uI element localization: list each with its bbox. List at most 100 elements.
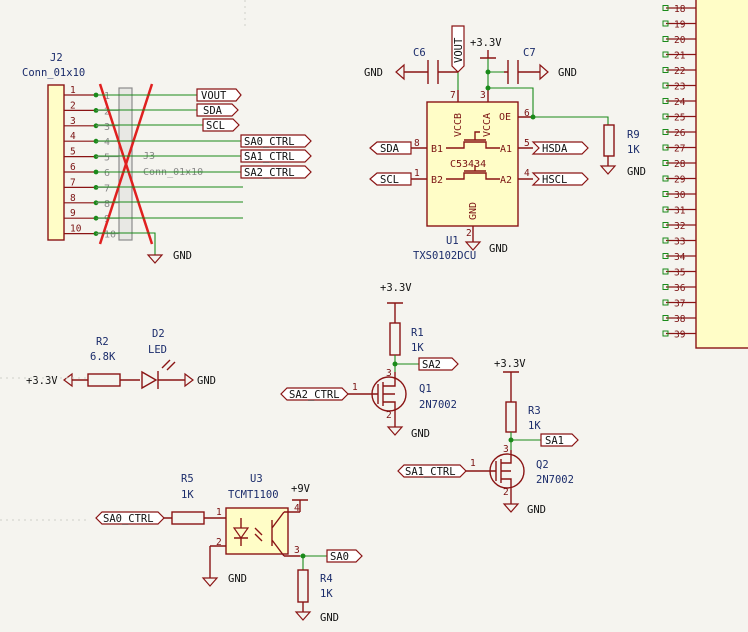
j2-pin-number: 4 bbox=[70, 131, 76, 142]
j2-pin-number: 6 bbox=[70, 162, 76, 173]
svg-text:GND: GND bbox=[364, 67, 383, 79]
resistor-r4[interactable]: R4 1K bbox=[297, 569, 333, 612]
j2-body bbox=[47, 84, 65, 241]
svg-text:3: 3 bbox=[480, 90, 486, 101]
header-pin-number: 24 bbox=[674, 97, 686, 108]
j3-pin-number: 7 bbox=[104, 183, 110, 194]
u1-fet-b bbox=[446, 165, 500, 180]
svg-text:GND: GND bbox=[558, 67, 577, 79]
svg-text:SDA: SDA bbox=[203, 105, 223, 117]
j2-pin-number: 10 bbox=[70, 224, 82, 235]
label-vout-conn: VOUT bbox=[196, 88, 242, 102]
svg-text:D2: D2 bbox=[152, 328, 165, 340]
header-pin-number: 35 bbox=[674, 268, 685, 279]
svg-text:5: 5 bbox=[524, 138, 530, 149]
header-pin-marker bbox=[662, 144, 669, 151]
svg-text:SA1_CTRL: SA1_CTRL bbox=[244, 151, 295, 163]
svg-text:R2: R2 bbox=[96, 336, 109, 348]
capacitor-c7[interactable]: C7 bbox=[504, 47, 540, 84]
resistor-r9[interactable]: R9 1K bbox=[603, 124, 640, 166]
u1-pin-a1: A1 bbox=[500, 144, 512, 155]
svg-text:SCL: SCL bbox=[206, 120, 225, 132]
svg-text:SA2: SA2 bbox=[422, 359, 441, 371]
svg-text:VOUT: VOUT bbox=[201, 90, 227, 102]
label-sa0-ctrl-conn: SA0_CTRL bbox=[240, 134, 312, 148]
svg-text:C7: C7 bbox=[523, 47, 536, 59]
header-pin-marker bbox=[662, 330, 669, 337]
label-sa1-ctrl-conn: SA1_CTRL bbox=[240, 149, 312, 163]
svg-text:+3.3V: +3.3V bbox=[26, 375, 58, 387]
optocoupler-u3[interactable]: U3 TCMT1100 1 2 3 4 bbox=[210, 473, 300, 557]
u1-pin-oe: OE bbox=[499, 112, 511, 123]
header-pin-marker bbox=[662, 222, 669, 228]
svg-text:SA0: SA0 bbox=[330, 551, 349, 563]
svg-text:R1: R1 bbox=[411, 327, 424, 339]
u1-level-shifter[interactable]: VCCB VCCA OE B1 B2 A1 A2 GND C53434 U1 T… bbox=[413, 90, 530, 262]
mosfet-q2[interactable]: Q2 2N7002 1 2 3 bbox=[466, 444, 574, 498]
j2-pin-number: 2 bbox=[70, 100, 76, 111]
label-scl-u1: SCL bbox=[369, 172, 412, 186]
right-header[interactable]: 1819202122232425262728293031323334353637… bbox=[662, 0, 748, 349]
svg-text:TCMT1100: TCMT1100 bbox=[228, 489, 279, 501]
j3-pin-number: 5 bbox=[104, 153, 110, 164]
gnd-r9: GND bbox=[599, 165, 646, 178]
svg-text:HSDA: HSDA bbox=[542, 143, 568, 155]
v33-u1: +3.3V bbox=[470, 37, 502, 59]
label-vout-u1: VOUT bbox=[451, 25, 465, 73]
j2-pin-number: 3 bbox=[70, 116, 76, 127]
q1-drain-wire bbox=[394, 355, 419, 372]
label-sa2-ctrl-conn: SA2_CTRL bbox=[240, 165, 312, 179]
resistor-r1[interactable]: R1 1K bbox=[389, 322, 424, 356]
mosfet-q1[interactable]: Q1 2N7002 1 2 3 bbox=[348, 368, 457, 421]
resistor-r3[interactable]: R3 1K bbox=[505, 401, 541, 433]
header-pin-number: 39 bbox=[674, 330, 686, 341]
svg-text:VOUT: VOUT bbox=[453, 37, 465, 63]
label-sa1-q2: SA1 bbox=[540, 433, 579, 447]
svg-text:GND: GND bbox=[320, 612, 339, 624]
header-pin-number: 26 bbox=[674, 128, 686, 139]
header-pin-marker bbox=[662, 175, 669, 182]
label-scl-conn: SCL bbox=[202, 118, 240, 132]
svg-text:+3.3V: +3.3V bbox=[470, 37, 502, 49]
svg-text:8: 8 bbox=[414, 138, 420, 149]
u1-pin-gnd: GND bbox=[468, 202, 479, 220]
header-pin-marker bbox=[662, 98, 669, 104]
svg-text:+9V: +9V bbox=[291, 483, 311, 495]
capacitor-c6[interactable]: C6 bbox=[404, 47, 458, 84]
u1-pin-vcca: VCCA bbox=[482, 113, 493, 137]
led-d2[interactable]: D2 LED bbox=[141, 328, 185, 390]
svg-text:2: 2 bbox=[386, 410, 392, 421]
svg-text:U3: U3 bbox=[250, 473, 263, 485]
resistor-r2[interactable]: R2 6.8K bbox=[72, 336, 140, 387]
svg-text:GND: GND bbox=[197, 375, 216, 387]
resistor-r5[interactable]: R5 1K bbox=[164, 473, 226, 525]
u1-part-number: C53434 bbox=[450, 159, 486, 170]
gnd-u3: GND bbox=[201, 546, 247, 587]
header-pin-number: 21 bbox=[674, 51, 686, 62]
svg-text:C6: C6 bbox=[413, 47, 426, 59]
header-pin-marker bbox=[662, 82, 669, 89]
label-sa0-u3: SA0 bbox=[326, 549, 363, 563]
header-pin-marker bbox=[662, 191, 669, 197]
gnd-q2: GND bbox=[502, 495, 546, 516]
svg-text:1: 1 bbox=[414, 168, 420, 179]
right-header-pins: 1819202122232425262728293031323334353637… bbox=[662, 4, 696, 341]
svg-text:SCL: SCL bbox=[380, 174, 399, 186]
sheet-grid bbox=[0, 0, 246, 521]
svg-text:1: 1 bbox=[352, 382, 358, 393]
svg-text:GND: GND bbox=[627, 166, 646, 178]
header-pin-number: 33 bbox=[674, 237, 685, 248]
svg-text:LED: LED bbox=[148, 344, 167, 356]
u1-fet-a bbox=[446, 131, 500, 149]
u1-ref: U1 bbox=[446, 235, 459, 247]
svg-text:2: 2 bbox=[216, 537, 222, 548]
header-pin-number: 20 bbox=[674, 35, 686, 46]
gnd-r4: GND bbox=[294, 611, 339, 624]
v9-u3: +9V bbox=[291, 483, 311, 512]
header-pin-marker bbox=[662, 268, 669, 275]
u1-pin-b2: B2 bbox=[431, 175, 443, 186]
header-pin-number: 28 bbox=[674, 159, 686, 170]
q2-drain-wire bbox=[510, 432, 541, 450]
